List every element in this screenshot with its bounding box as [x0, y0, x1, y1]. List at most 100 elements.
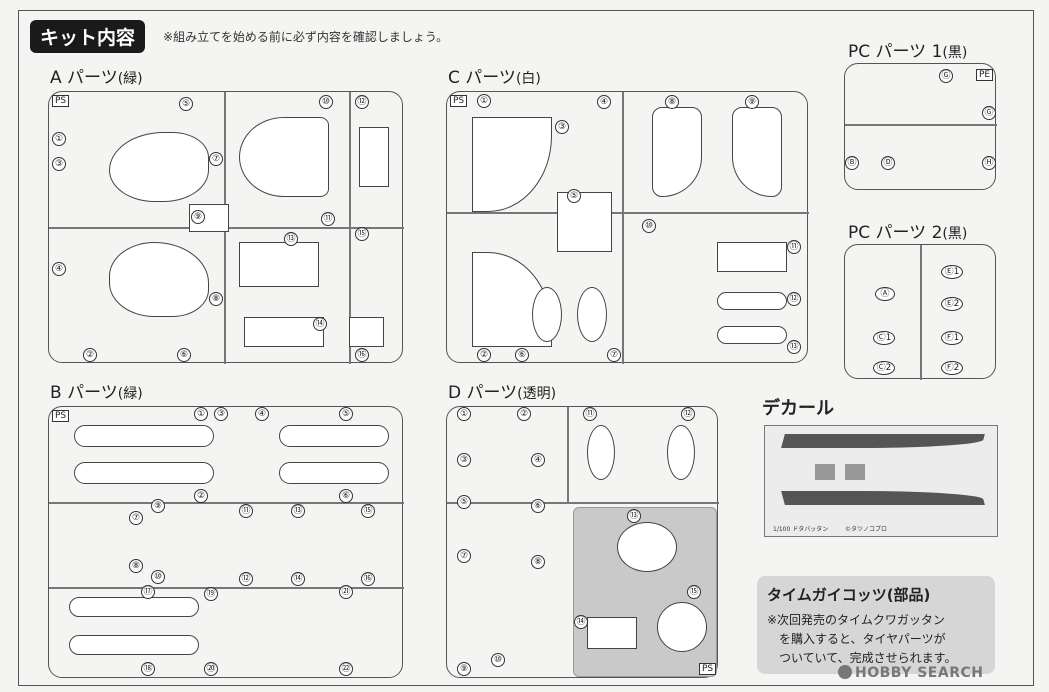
section-c-color: (白) — [515, 71, 541, 87]
section-c-label: C パーツ — [448, 68, 516, 88]
num: ⑧ — [129, 559, 143, 573]
num: ⑧ — [531, 555, 545, 569]
num: Ⓔ1 — [941, 265, 963, 279]
info-body: ※次回発売のタイムクワガッタン を購入すると、タイヤパーツが ついていて、完成さ… — [767, 611, 985, 668]
ps-mark: PS — [52, 410, 70, 422]
runner-d-rail-h — [447, 502, 719, 504]
num: ⑨ — [745, 95, 759, 109]
num: ① — [52, 132, 66, 146]
num: ⑥ — [515, 348, 529, 362]
num: ③ — [555, 120, 569, 134]
part-a-body — [239, 117, 329, 197]
decal-stripe-top — [781, 434, 985, 448]
runner-pc1-rail — [845, 124, 997, 126]
num: ⑩ — [491, 653, 505, 667]
page-frame — [18, 10, 1034, 686]
num: ⑯ — [355, 348, 369, 362]
section-pc2-color: (黒) — [942, 226, 968, 242]
num: ⑤ — [567, 189, 581, 203]
num: Ⓔ2 — [941, 297, 963, 311]
runner-a-rail-v2 — [349, 92, 351, 364]
watermark: HOBBY SEARCH — [838, 665, 983, 681]
num: ⑭ — [574, 615, 588, 629]
num: ⑮ — [355, 227, 369, 241]
num: ③ — [52, 157, 66, 171]
num: ⑧ — [209, 292, 223, 306]
section-pc2-label: PC パーツ 2 — [848, 223, 943, 243]
runner-d: PS ① ② ③ ④ ⑤ ⑥ ⑦ ⑧ ⑨ ⑩ ⑪ ⑫ ⑬ ⑭ ⑮ — [446, 406, 719, 678]
num: ⑦ — [607, 348, 621, 362]
part-b-leg-1 — [69, 597, 199, 617]
num: Ⓕ1 — [941, 331, 963, 345]
part-d-drop-left — [587, 425, 615, 480]
runner-c: PS ① ② ③ ④ ⑤ ⑥ ⑦ ⑧ ⑨ ⑩ ⑪ ⑫ ⑬ — [446, 91, 809, 364]
hobby-search-logo-icon — [838, 665, 852, 679]
num: ⑫ — [239, 572, 253, 586]
num: ⑨ — [457, 662, 471, 676]
num: ⑪ — [787, 240, 801, 254]
part-a-wing-right — [109, 242, 209, 317]
decal-mark-1 — [815, 464, 835, 480]
runner-b-rail-h2 — [49, 587, 404, 589]
part-c-drop-left — [532, 287, 562, 342]
part-a-plate — [359, 127, 389, 187]
part-b-arm-2 — [74, 462, 214, 484]
num: ⑭ — [291, 572, 305, 586]
num: ① — [457, 407, 471, 421]
kit-contents-note: ※組み立てを始める前に必ず内容を確認しましょう。 — [163, 30, 449, 44]
section-a-color: (緑) — [117, 71, 143, 87]
num: ⑪ — [583, 407, 597, 421]
section-b-label: B パーツ — [50, 383, 118, 403]
section-decal-label: デカール — [762, 398, 834, 419]
num: ⑥ — [339, 489, 353, 503]
runner-pc2-rail — [920, 245, 922, 380]
section-pc1-title: PC パーツ 1(黒) — [848, 37, 967, 62]
section-pc2-title: PC パーツ 2(黒) — [848, 218, 967, 243]
num: ⑬ — [291, 504, 305, 518]
section-pc1-label: PC パーツ 1 — [848, 42, 943, 62]
num: Ⓖ — [982, 106, 996, 120]
decal-mark-2 — [845, 464, 865, 480]
info-line: ※次回発売のタイムクワガッタン — [767, 613, 945, 627]
part-d-drop-right — [667, 425, 695, 480]
pe-mark: PE — [976, 69, 994, 81]
num: ⑤ — [339, 407, 353, 421]
num: Ⓓ — [881, 156, 895, 170]
section-b-color: (緑) — [117, 386, 143, 402]
section-a-label: A パーツ — [50, 68, 118, 88]
section-a-title: A パーツ(緑) — [50, 63, 143, 88]
watermark-text: HOBBY SEARCH — [855, 665, 984, 681]
info-box: タイムガイコッツ(部品) ※次回発売のタイムクワガッタン を購入すると、タイヤパ… — [757, 576, 995, 674]
decal-caption-right: ©タツノコプロ — [845, 526, 888, 533]
num: ⑭ — [313, 317, 327, 331]
part-d-gear — [657, 602, 707, 652]
num: ⑥ — [177, 348, 191, 362]
runner-pc1: PE Ⓑ Ⓓ Ⓖ Ⓖ Ⓗ — [844, 63, 997, 190]
num: ㉑ — [339, 585, 353, 599]
part-a-wing-left — [109, 132, 209, 202]
num: ⑯ — [361, 572, 375, 586]
section-b-title: B パーツ(緑) — [50, 378, 143, 403]
part-c-frame — [557, 192, 612, 252]
num: ① — [194, 407, 208, 421]
num: ⑧ — [665, 95, 679, 109]
runner-c-rail-h — [447, 212, 809, 214]
kit-contents-title: キット内容 — [30, 20, 146, 53]
num: ⑩ — [151, 570, 165, 584]
section-decal-title: デカール — [762, 394, 834, 420]
num: ⑤ — [457, 495, 471, 509]
runner-d-rail-v — [567, 407, 569, 502]
num: ⑰ — [141, 585, 155, 599]
section-d-title: D パーツ(透明) — [448, 378, 556, 403]
num: ⑳ — [204, 662, 218, 676]
part-c-wheels-1 — [717, 292, 787, 310]
num: ⑲ — [204, 587, 218, 601]
num: ② — [517, 407, 531, 421]
num: ⑮ — [361, 504, 375, 518]
runner-a: PS ① ② ③ ④ ⑤ ⑥ ⑦ ⑧ ⑨ ⑩ ⑪ ⑫ ⑬ ⑭ ⑮ ⑯ — [48, 91, 404, 364]
num: ⑨ — [151, 499, 165, 513]
num: ② — [194, 489, 208, 503]
num: ⑫ — [681, 407, 695, 421]
section-d-color: (透明) — [517, 386, 557, 402]
num: ① — [477, 94, 491, 108]
